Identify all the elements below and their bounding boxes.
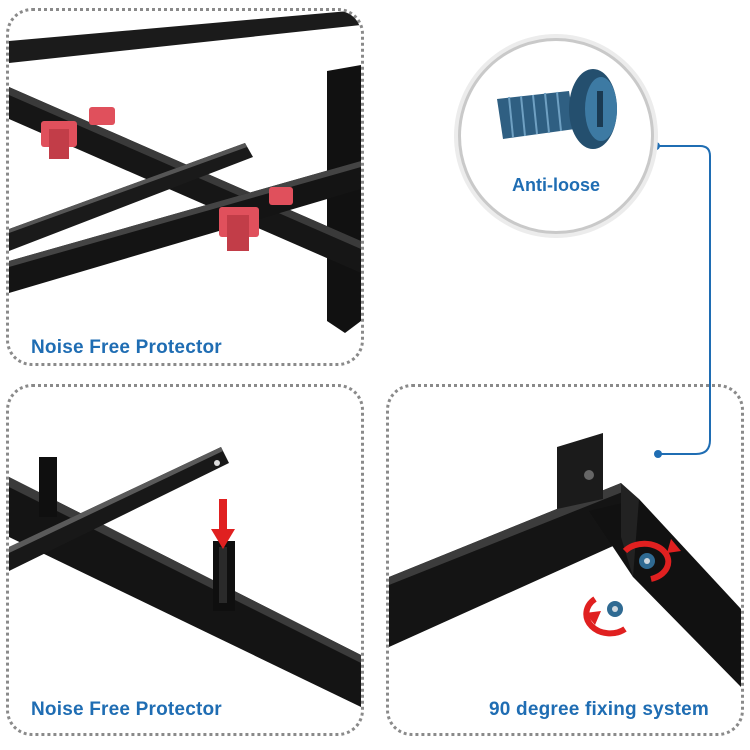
protector-clip xyxy=(89,107,115,125)
panel-noise-free-protector-top: Noise Free Protector xyxy=(6,8,364,366)
corner-joint-photo xyxy=(389,433,741,687)
frame-crossbar-photo xyxy=(9,11,361,333)
caption-90-degree-fixing-system: 90 degree fixing system xyxy=(489,699,710,720)
caption-noise-free-protector: Noise Free Protector xyxy=(31,699,222,720)
screw-icon xyxy=(639,553,655,569)
down-arrow-icon xyxy=(211,499,235,549)
screw-icon xyxy=(607,601,623,617)
callout-label-anti-loose: Anti-loose xyxy=(512,175,600,195)
caption-noise-free-protector: Noise Free Protector xyxy=(31,337,222,358)
panel-noise-free-protector-bottom: Noise Free Protector xyxy=(6,384,364,736)
protector-clip xyxy=(269,187,293,205)
anti-loose-callout: Anti-loose xyxy=(458,38,654,234)
screw-icon xyxy=(497,69,617,149)
panel-90-degree-fixing-system: 90 degree fixing system xyxy=(386,384,744,736)
frame-detail-photo xyxy=(9,447,361,707)
rotation-arrow-icon xyxy=(622,540,672,582)
protector-clip xyxy=(41,121,77,159)
protector-clip xyxy=(219,207,259,251)
rotation-arrow-icon xyxy=(583,596,627,637)
